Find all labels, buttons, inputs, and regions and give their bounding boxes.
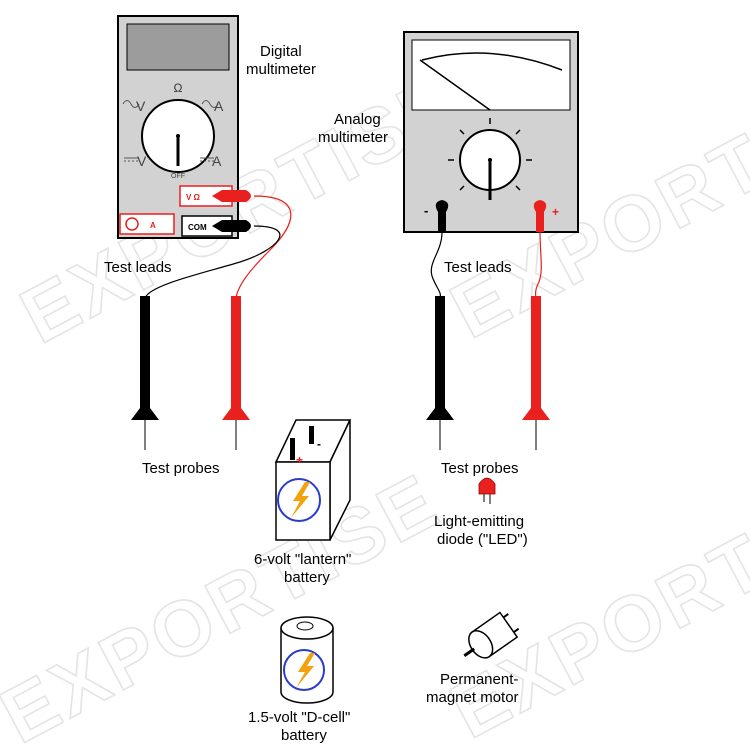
test-probes-left-label: Test probes (142, 460, 220, 477)
probe-black-left (131, 296, 159, 450)
analog-knob-hub (488, 158, 492, 162)
analog-multimeter: - + (403, 31, 579, 233)
analog-red-lead-wire (534, 231, 542, 299)
dmm-jack-vohm-label: V Ω (186, 193, 201, 202)
motor-shaft (463, 647, 476, 657)
dmm-ohm-label: Ω (174, 81, 183, 95)
battery-terminal-pos (290, 438, 295, 460)
analog-minus-label: - (424, 203, 428, 218)
lantern-battery-label-2: battery (284, 569, 330, 586)
analog-red-plug (533, 200, 547, 232)
test-leads-left-label: Test leads (104, 259, 172, 276)
dcell-battery-label-1: 1.5-volt "D-cell" (248, 709, 350, 726)
analog-black-lead-wire (430, 231, 443, 299)
motor-terminal-1 (502, 613, 509, 619)
dmm-jack-a-socket (125, 217, 139, 231)
dmm-dc-a: A (212, 153, 222, 169)
probe-red-right (522, 296, 550, 450)
black-plug (212, 220, 251, 232)
watermark-bottom-left: EXPORTISE (0, 456, 454, 750)
red-lead-wire (235, 195, 292, 299)
watermark-group: EXPORTISE EXPORTISE EXPORTISE EXPORTISE (0, 50, 750, 750)
dmm-display (126, 23, 230, 71)
ac-wave-icon (122, 100, 140, 108)
ac-wave-icon (201, 100, 219, 108)
analog-multimeter-label-2: multimeter (318, 129, 388, 146)
pm-motor (463, 611, 520, 659)
dmm-dial-hub (176, 134, 180, 138)
red-plug (212, 190, 251, 202)
dcell-battery-label-2: battery (281, 727, 327, 744)
dmm-dc-v: V (137, 153, 147, 169)
led-label-1: Light-emitting (434, 513, 524, 530)
analog-scale-arc (421, 52, 563, 71)
dmm-jack-a-label: A (150, 221, 156, 230)
dcell-terminal (296, 621, 314, 631)
motor-label-1: Permanent- (440, 671, 518, 688)
dmm-ac-v: V (136, 98, 146, 114)
dmm-jack-a (119, 213, 175, 235)
lantern-battery-label-1: 6-volt "lantern" (254, 551, 351, 568)
motor-terminal-2 (513, 627, 520, 633)
analog-needle (419, 59, 491, 111)
digital-multimeter-label-2: multimeter (246, 61, 316, 78)
test-probes-right-label: Test probes (441, 460, 519, 477)
analog-black-plug (435, 200, 449, 232)
analog-knob-ticks (448, 118, 532, 191)
dmm-jack-com-label: COM (188, 223, 207, 232)
dmm-off-label: OFF (171, 173, 185, 180)
analog-scale-window (411, 39, 571, 111)
battery-terminal-neg (309, 426, 314, 444)
dcell-battery (280, 616, 334, 704)
probe-red-left (222, 296, 250, 450)
battery-minus: - (317, 437, 321, 451)
battery-plus: + (296, 453, 303, 467)
analog-multimeter-label-1: Analog (334, 111, 381, 128)
analog-plus-label: + (552, 205, 559, 219)
motor-label-2: magnet motor (426, 689, 519, 706)
dmm-ac-a: A (214, 98, 224, 114)
test-leads-right-label: Test leads (444, 259, 512, 276)
probe-black-right (426, 296, 454, 450)
lightning-bolt-icon (296, 653, 315, 688)
lightning-bolt-icon (291, 482, 310, 518)
lantern-battery: + - (274, 419, 352, 541)
black-lead-wire (144, 225, 281, 299)
led-component (478, 477, 496, 504)
digital-multimeter: Ω V A V A OFF V Ω A COM (117, 15, 251, 239)
digital-multimeter-label-1: Digital (260, 43, 302, 60)
led-label-2: diode ("LED") (437, 531, 528, 548)
